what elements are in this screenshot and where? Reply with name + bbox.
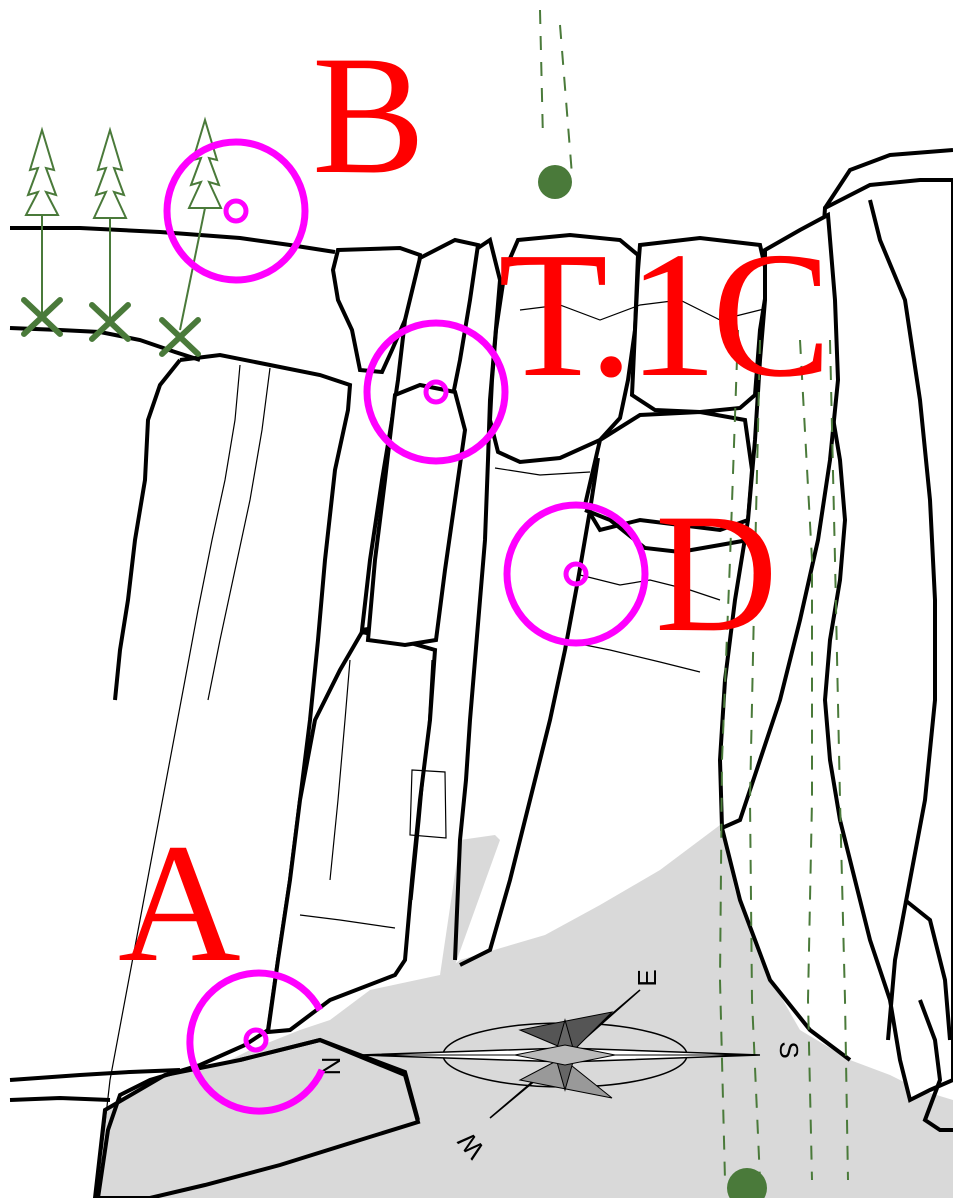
ledge-lower-thin — [495, 468, 590, 475]
block-narrow-inner — [368, 385, 465, 645]
trees — [26, 120, 221, 330]
tree-icon — [189, 120, 221, 208]
compass-s-label: S — [774, 1041, 804, 1058]
left-wall-crack-2 — [208, 368, 270, 700]
descent-start-dot — [538, 165, 572, 199]
label-d: D — [655, 488, 778, 658]
marker-d[interactable] — [507, 505, 645, 643]
label-t1c: T.1C — [498, 225, 826, 405]
compass-e-label: E — [632, 969, 662, 986]
tree-icon — [94, 130, 126, 218]
left-wall-outer-edge — [115, 360, 180, 700]
label-a: A — [118, 818, 241, 988]
left-ground-line-2 — [10, 1098, 110, 1100]
marker-b[interactable] — [167, 142, 305, 280]
tree-icon — [26, 130, 58, 215]
label-b: B — [312, 30, 425, 200]
left-wall-crack-1 — [102, 365, 240, 1150]
